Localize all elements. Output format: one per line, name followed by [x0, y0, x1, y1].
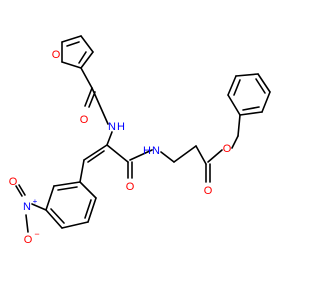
bond — [160, 151, 175, 163]
bond — [237, 114, 241, 137]
bond — [50, 208, 65, 224]
amide2-nitrogen-label: N — [152, 145, 160, 157]
amide1-oxygen-label: O — [80, 114, 89, 126]
amide1-hydrogen-label: H — [117, 121, 125, 133]
bond — [195, 145, 207, 165]
bond — [66, 41, 80, 47]
bond — [25, 214, 29, 233]
bond — [227, 94, 241, 116]
amide1-nitrogen-label: N — [108, 121, 116, 133]
bond — [257, 73, 271, 93]
structure-canvas: O O N H N H O O O N + O O − — [9, 35, 271, 246]
bond — [227, 75, 237, 96]
bond — [239, 111, 263, 116]
bonds — [15, 35, 271, 233]
bond — [53, 181, 81, 187]
bond — [15, 185, 23, 197]
bond — [18, 184, 26, 196]
bond — [79, 181, 97, 199]
furan-oxygen-label: O — [52, 49, 61, 61]
bond — [45, 209, 63, 229]
bond — [83, 144, 108, 161]
bond — [242, 106, 260, 111]
bond — [91, 87, 109, 125]
bond — [106, 144, 129, 163]
bond — [61, 35, 82, 43]
bond — [106, 131, 113, 146]
bond — [231, 135, 239, 149]
bond — [80, 67, 93, 89]
nitro-oxygen-top-label: O — [9, 176, 18, 188]
bond — [80, 35, 94, 53]
bond — [87, 197, 97, 223]
ester-single-oxygen-label: O — [223, 143, 232, 155]
bond — [84, 87, 93, 107]
bond — [255, 78, 266, 94]
bond — [84, 199, 92, 219]
molecule-diagram: O O N H N H O O O N + O O − — [9, 35, 271, 246]
bond — [57, 186, 78, 191]
bond — [31, 203, 47, 211]
bond — [261, 91, 271, 113]
nitro-plus-charge: + — [33, 197, 38, 206]
nitro-minus-charge: − — [34, 229, 39, 239]
bond — [233, 79, 241, 96]
bond — [61, 61, 82, 69]
bond — [235, 73, 259, 77]
bond — [88, 91, 96, 108]
atom-labels: O O N H N H O O O N + O O − — [9, 49, 232, 246]
bond — [45, 185, 55, 211]
ester-carbonyl-oxygen-label: O — [204, 185, 213, 197]
bond — [173, 145, 197, 163]
bond — [61, 221, 89, 229]
nitro-oxygen-bottom-label: O — [24, 234, 33, 246]
bond — [80, 51, 94, 69]
bond — [78, 51, 87, 64]
bond — [79, 159, 85, 183]
bond — [87, 150, 105, 163]
nitro-nitrogen-label: N — [23, 201, 31, 213]
amide2-hydrogen-label: H — [143, 145, 151, 157]
bond — [129, 149, 153, 161]
amide2-oxygen-label: O — [126, 181, 135, 193]
bond — [207, 149, 223, 163]
